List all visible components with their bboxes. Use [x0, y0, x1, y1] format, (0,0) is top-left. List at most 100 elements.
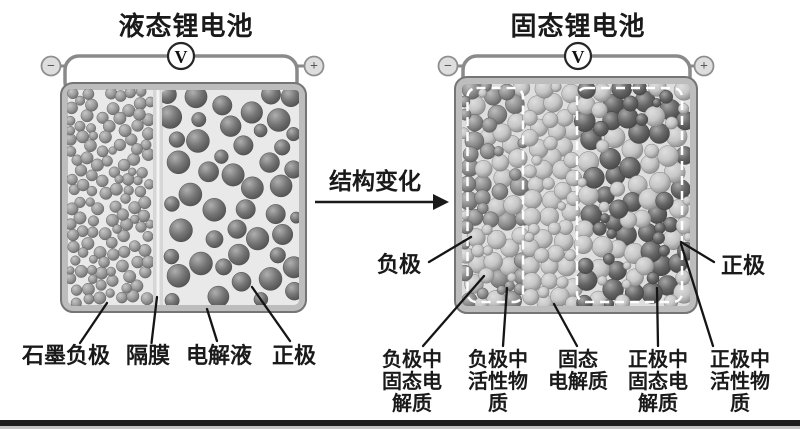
material-sphere — [76, 130, 90, 144]
label-line: 质 — [730, 393, 750, 415]
label-solid-anode: 负极 — [376, 252, 421, 277]
material-sphere — [658, 244, 670, 257]
material-sphere — [142, 230, 153, 242]
material-sphere — [481, 117, 497, 133]
material-sphere — [259, 152, 280, 173]
material-sphere — [145, 96, 153, 108]
material-sphere — [207, 285, 230, 305]
material-sphere — [233, 135, 254, 156]
material-sphere — [163, 248, 180, 265]
material-sphere — [606, 228, 617, 239]
material-sphere — [622, 95, 639, 112]
label-line: 正极中 — [628, 349, 688, 371]
material-sphere — [609, 181, 626, 197]
material-sphere — [286, 127, 299, 142]
material-sphere — [135, 221, 147, 233]
material-sphere — [220, 115, 242, 137]
material-sphere — [221, 163, 245, 187]
material-sphere — [81, 282, 95, 296]
material-sphere — [284, 160, 299, 179]
material-sphere — [269, 174, 293, 198]
material-sphere — [98, 256, 110, 268]
label-line: 负极中 — [382, 349, 442, 371]
material-sphere — [547, 221, 561, 235]
material-sphere — [228, 243, 250, 266]
material-sphere — [166, 264, 191, 288]
material-sphere — [77, 247, 89, 258]
label-line: 负极中 — [468, 349, 528, 371]
material-sphere — [479, 143, 496, 160]
material-sphere — [113, 111, 127, 125]
transition-label: 结构变化 — [329, 169, 421, 194]
label-solid-electrolyte: 固态 电解质 — [545, 349, 611, 393]
voltmeter-letter: V — [572, 47, 585, 67]
material-sphere — [498, 84, 516, 101]
label-anode-active-material: 负极中 活性物 质 — [465, 349, 531, 415]
material-sphere — [73, 211, 87, 225]
material-sphere — [462, 219, 474, 235]
material-sphere — [168, 131, 186, 148]
material-sphere — [491, 154, 509, 172]
label-graphite-anode: 石墨负极 — [21, 343, 110, 368]
label-cathode-solid-electrolyte: 正极中 固态电 解质 — [625, 349, 691, 415]
material-sphere — [131, 143, 143, 156]
material-sphere — [550, 84, 562, 93]
material-sphere — [67, 229, 80, 242]
material-sphere — [246, 227, 270, 251]
material-sphere — [138, 196, 152, 210]
material-sphere — [166, 150, 191, 175]
negative-terminal-sign: − — [47, 59, 55, 74]
material-sphere — [541, 177, 555, 190]
liquid-cathode-region — [162, 90, 299, 305]
positive-terminal-icon — [303, 55, 325, 77]
positive-terminal-sign: + — [310, 59, 318, 74]
material-sphere — [95, 266, 109, 280]
positive-terminal-sign: + — [700, 59, 708, 74]
material-sphere — [592, 84, 612, 102]
material-sphere — [509, 168, 522, 181]
bottom-divider-highlight — [0, 426, 800, 429]
material-sphere — [70, 255, 81, 266]
material-sphere — [120, 193, 131, 204]
material-sphere — [682, 196, 690, 206]
material-sphere — [215, 258, 233, 276]
material-sphere — [91, 202, 105, 216]
label-cathode-active-material: 正极中 活性物 质 — [707, 349, 773, 415]
material-sphere — [123, 270, 137, 284]
material-sphere — [128, 240, 141, 253]
material-sphere — [659, 89, 674, 104]
liquid-battery-title: 液态锂电池 — [118, 12, 254, 41]
material-sphere — [74, 196, 86, 208]
material-sphere — [241, 176, 264, 200]
material-sphere — [577, 177, 587, 188]
material-sphere — [621, 279, 632, 290]
material-sphere — [140, 292, 153, 306]
material-sphere — [141, 255, 153, 269]
material-sphere — [121, 283, 132, 294]
material-sphere — [527, 223, 540, 236]
material-sphere — [481, 224, 493, 236]
material-sphere — [577, 257, 594, 275]
material-sphere — [124, 89, 136, 99]
material-sphere — [70, 297, 82, 306]
material-sphere — [506, 272, 517, 283]
material-sphere — [86, 185, 98, 197]
material-sphere — [76, 178, 90, 192]
material-sphere — [240, 101, 263, 124]
material-sphere — [184, 90, 208, 109]
material-sphere — [523, 164, 537, 179]
negative-terminal-sign: − — [444, 59, 452, 74]
label-solid-cathode: 正极 — [720, 253, 765, 278]
material-sphere — [67, 240, 80, 254]
material-sphere — [599, 213, 610, 224]
material-sphere — [107, 248, 120, 261]
material-sphere — [136, 167, 148, 179]
material-sphere — [67, 115, 76, 126]
material-sphere — [265, 204, 286, 225]
material-sphere — [84, 139, 97, 153]
material-sphere — [134, 185, 147, 198]
material-sphere — [133, 97, 147, 111]
material-sphere — [482, 245, 493, 256]
material-sphere — [96, 174, 109, 188]
material-sphere — [261, 90, 281, 105]
